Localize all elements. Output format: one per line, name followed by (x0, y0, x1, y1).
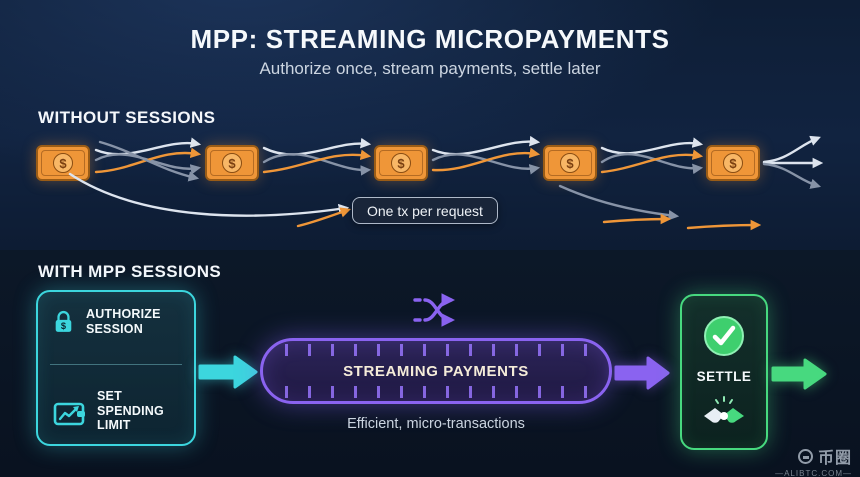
lock-dollar-icon: $ (55, 311, 72, 332)
watermark-brand: 币圈 (817, 450, 852, 467)
money-icon: $ (374, 145, 428, 181)
one-tx-per-request-label: One tx per request (352, 197, 498, 224)
authorize-session-item: $ AUTHORIZE SESSION (50, 303, 182, 341)
without-sessions-heading: WITHOUT SESSIONS (38, 108, 216, 127)
capsule-ticks-top (285, 344, 587, 356)
capsule-ticks-bottom (285, 386, 587, 398)
check-circle-icon (704, 316, 744, 357)
settle-card: SETTLE (680, 294, 768, 450)
watermark-logo-icon (797, 448, 813, 464)
page-subtitle: Authorize once, stream payments, settle … (259, 59, 601, 78)
page-title: MPP: STREAMING MICROPAYMENTS (190, 24, 670, 54)
dollar-coin-icon: $ (391, 153, 411, 173)
money-icon: $ (205, 145, 259, 181)
streaming-payments-label: STREAMING PAYMENTS (343, 362, 529, 380)
capsule-caption: Efficient, micro-transactions (347, 416, 525, 432)
authorize-session-label: AUTHORIZE SESSION (85, 307, 161, 336)
flow-arrow-green-icon (771, 358, 827, 390)
streaming-payments-capsule: STREAMING PAYMENTS (260, 338, 612, 404)
dollar-coin-icon: $ (560, 153, 580, 173)
watermark: 币圈 —ALIBTC.COM— (775, 444, 852, 477)
watermark-site: —ALIBTC.COM— (775, 469, 852, 477)
dollar-coin-icon: $ (53, 153, 73, 173)
authorize-session-card: $ AUTHORIZE SESSION SET SPENDING LIMIT (36, 290, 196, 446)
dollar-coin-icon: $ (222, 153, 242, 173)
set-spending-limit-label: SET SPENDING LIMIT (97, 388, 164, 433)
money-icon: $ (706, 145, 760, 181)
set-spending-limit-item: SET SPENDING LIMIT (50, 389, 182, 433)
shuffle-icon (413, 293, 456, 327)
card-divider (50, 364, 182, 366)
flow-arrow-purple-icon (614, 356, 670, 390)
wallet-chart-icon (53, 402, 85, 426)
money-icon: $ (36, 145, 90, 181)
dollar-coin-icon: $ (723, 153, 743, 173)
settle-label: SETTLE (696, 368, 752, 384)
with-mpp-sessions-heading: WITH MPP SESSIONS (38, 262, 222, 281)
flow-arrow-teal-icon (198, 355, 258, 389)
lock-dollar-glyph: $ (61, 321, 66, 331)
handshake-icon (704, 395, 744, 423)
money-icon: $ (543, 145, 597, 181)
